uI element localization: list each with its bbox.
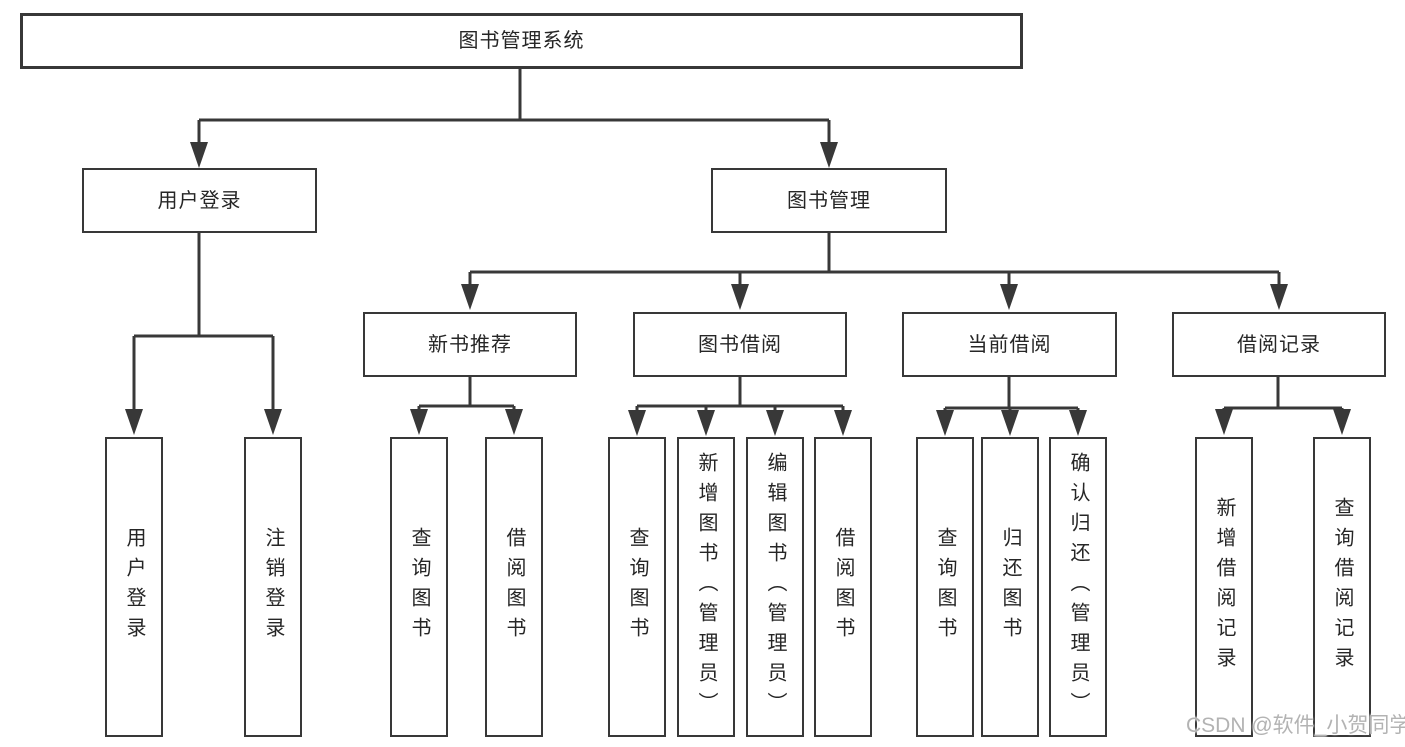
leaf-user-login: 用户登录 <box>105 437 163 737</box>
leaf-query-borrow-record: 查询借阅记录 <box>1313 437 1371 737</box>
connector-userlogin-to-leaves <box>125 232 282 435</box>
node-label: 图书借阅 <box>698 333 782 356</box>
connector-root-to-level2 <box>190 69 838 168</box>
node-borrowing-records: 借阅记录 <box>1172 312 1386 377</box>
leaf-label: 归还图书 <box>999 527 1021 647</box>
leaf-label: 查询图书 <box>626 527 648 647</box>
leaf-label: 确认归还（管理员） <box>1067 452 1089 722</box>
leaf-label: 新增借阅记录 <box>1213 497 1235 677</box>
csdn-watermark: CSDN @软件_小贺同学 <box>1186 714 1405 737</box>
node-user-login: 用户登录 <box>82 168 317 233</box>
connector-borrowing-to-leaves <box>628 376 852 436</box>
leaf-logout: 注销登录 <box>244 437 302 737</box>
leaf-label: 查询图书 <box>934 527 956 647</box>
leaf-query-books-recommend: 查询图书 <box>390 437 448 737</box>
leaf-label: 用户登录 <box>123 527 145 647</box>
leaf-confirm-return-admin: 确认归还（管理员） <box>1049 437 1107 737</box>
leaf-label: 借阅图书 <box>832 527 854 647</box>
node-label: 图书管理系统 <box>458 30 585 52</box>
node-book-management: 图书管理 <box>711 168 947 233</box>
node-current-borrowing: 当前借阅 <box>902 312 1117 377</box>
node-label: 当前借阅 <box>967 333 1052 356</box>
connector-current-to-leaves <box>936 376 1087 436</box>
leaf-add-borrow-record: 新增借阅记录 <box>1195 437 1253 737</box>
leaf-label: 查询借阅记录 <box>1331 497 1353 677</box>
node-label: 新书推荐 <box>428 333 512 356</box>
node-label: 借阅记录 <box>1237 333 1321 356</box>
connector-records-to-leaves <box>1215 376 1351 435</box>
leaf-borrow-books-borrowing: 借阅图书 <box>814 437 872 737</box>
leaf-label: 借阅图书 <box>503 527 525 647</box>
leaf-edit-book-admin: 编辑图书（管理员） <box>746 437 804 737</box>
node-new-book-recommendation: 新书推荐 <box>363 312 577 377</box>
node-library-management-system: 图书管理系统 <box>20 13 1023 69</box>
node-label: 用户登录 <box>157 189 242 212</box>
node-book-borrowing: 图书借阅 <box>633 312 847 377</box>
leaf-label: 新增图书（管理员） <box>695 452 717 722</box>
leaf-label: 查询图书 <box>408 527 430 647</box>
leaf-return-book: 归还图书 <box>981 437 1039 737</box>
leaf-borrow-books-recommend: 借阅图书 <box>485 437 543 737</box>
leaf-label: 编辑图书（管理员） <box>764 452 786 722</box>
connector-bookmgmt-to-level3 <box>461 232 1288 310</box>
leaf-label: 注销登录 <box>262 527 284 647</box>
leaf-query-books-borrowing: 查询图书 <box>608 437 666 737</box>
leaf-query-books-current: 查询图书 <box>916 437 974 737</box>
connector-newbook-to-leaves <box>410 376 523 435</box>
leaf-add-book-admin: 新增图书（管理员） <box>677 437 735 737</box>
node-label: 图书管理 <box>787 189 871 212</box>
